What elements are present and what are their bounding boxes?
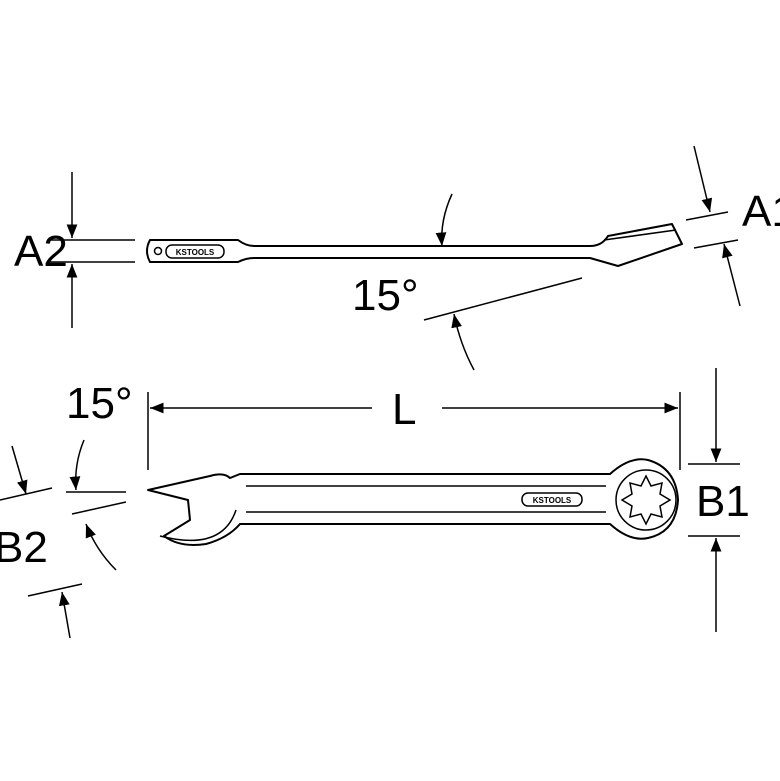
label-a1: A1 <box>742 187 780 236</box>
angle-dimension-side: 15° <box>352 193 583 371</box>
label-b2: B2 <box>0 523 48 572</box>
label-angle-side: 15° <box>352 271 419 320</box>
dimension-length: L <box>147 385 681 470</box>
angle-dimension-front: 15° <box>66 379 133 571</box>
label-a2: A2 <box>14 227 68 276</box>
dimension-a2: A2 <box>14 172 135 328</box>
kstools-logo-front: KSTOOLS <box>521 492 583 507</box>
logo-text-side: KSTOOLS <box>176 248 215 257</box>
kstools-logo-side: KSTOOLS <box>165 244 225 259</box>
wrench-side-view: KSTOOLS <box>146 223 683 267</box>
label-b1: B1 <box>696 477 750 526</box>
label-length: L <box>392 385 416 434</box>
dimension-b2: B2 <box>0 445 83 639</box>
dimension-a1: A1 <box>685 145 780 307</box>
wrench-front-view: KSTOOLS <box>147 458 679 546</box>
ring-end <box>615 469 677 531</box>
label-angle-front: 15° <box>66 379 133 428</box>
logo-text-front: KSTOOLS <box>533 496 572 505</box>
dimension-b1: B1 <box>688 368 750 632</box>
